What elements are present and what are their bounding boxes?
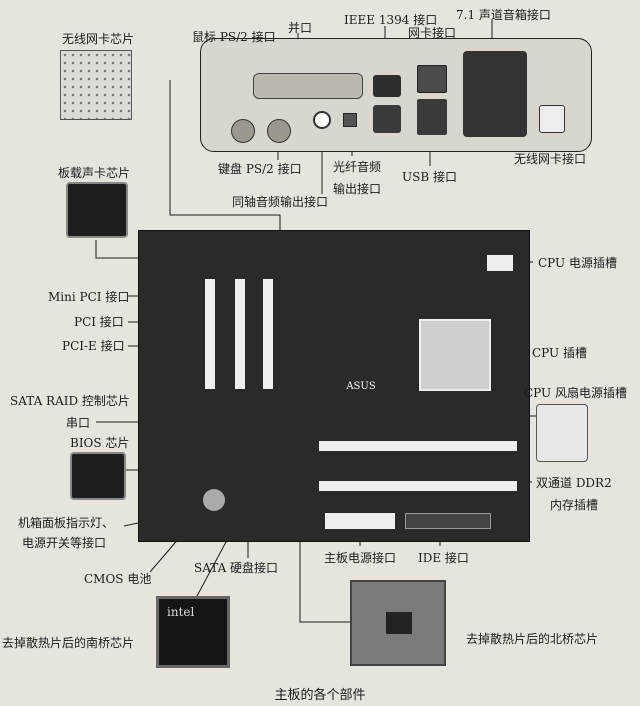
- wireless-port: [539, 105, 565, 133]
- label-keyboard-ps2: 键盘 PS/2 接口: [218, 162, 302, 176]
- label-mini-pci: Mini PCI 接口: [48, 290, 130, 304]
- cpu-power-connector: [487, 255, 513, 271]
- label-parallel: 并口: [288, 21, 313, 35]
- label-wireless-chip: 无线网卡芯片: [62, 32, 135, 46]
- label-northbridge: 去掉散热片后的北桥芯片: [466, 632, 599, 646]
- label-sata-raid: SATA RAID 控制芯片: [10, 394, 130, 408]
- label-optical-audio-1: 光纤音频: [333, 160, 382, 174]
- label-coax-audio: 同轴音频输出接口: [232, 195, 329, 209]
- label-board-power: 主板电源接口: [324, 551, 397, 565]
- motherboard-image: ASUS: [138, 230, 530, 542]
- sound-chip-image: [66, 182, 128, 238]
- label-cpu-power: CPU 电源插槽: [538, 256, 617, 270]
- label-ieee1394: IEEE 1394 接口: [344, 13, 438, 27]
- label-pcie: PCI-E 接口: [62, 339, 125, 353]
- ps2-mouse-port: [231, 119, 255, 143]
- label-mouse-ps2: 鼠标 PS/2 接口: [192, 30, 276, 44]
- usb-ports-a: [373, 105, 401, 133]
- ram-slot: [319, 441, 517, 451]
- cmos-battery: [203, 489, 225, 511]
- label-optical-audio-2: 输出接口: [333, 182, 382, 196]
- ram-slot: [319, 481, 517, 491]
- atx-power-connector: [325, 513, 395, 529]
- io-panel: [200, 38, 592, 152]
- label-cpu-socket: CPU 插槽: [532, 346, 587, 360]
- southbridge-chip-image: intel: [156, 596, 230, 668]
- ps2-keyboard-port: [267, 119, 291, 143]
- label-ddr2-2: 内存插槽: [550, 498, 599, 512]
- pci-slot: [205, 279, 215, 389]
- label-pci: PCI 接口: [74, 315, 124, 329]
- label-sata-hdd: SATA 硬盘接口: [194, 561, 279, 575]
- label-lan: 网卡接口: [408, 26, 457, 40]
- pcie-slot: [263, 279, 273, 389]
- lan-port: [417, 65, 447, 93]
- label-onboard-sound: 板载声卡芯片: [58, 166, 131, 180]
- usb-ports-b: [417, 99, 447, 135]
- southbridge-chip-text: intel: [167, 605, 195, 619]
- cpu-fan-connector-image: [536, 404, 588, 462]
- pci-slot: [235, 279, 245, 389]
- audio-jacks: [463, 51, 527, 137]
- label-wireless-port: 无线网卡接口: [514, 152, 587, 166]
- label-audio71: 7.1 声道音箱接口: [456, 8, 551, 22]
- cpu-socket: [419, 319, 491, 391]
- northbridge-chip-image: [350, 580, 446, 666]
- label-ide: IDE 接口: [418, 551, 469, 565]
- ieee1394-port: [373, 75, 401, 97]
- optical-port: [343, 113, 357, 127]
- label-cmos: CMOS 电池: [84, 572, 152, 586]
- parallel-port: [253, 73, 363, 99]
- label-front-panel-1: 机箱面板指示灯、: [18, 516, 115, 530]
- board-logo: ASUS: [346, 381, 376, 392]
- label-usb: USB 接口: [402, 170, 457, 184]
- label-front-panel-2: 电源开关等接口: [22, 536, 107, 550]
- label-serial: 串口: [66, 416, 91, 430]
- bios-chip-image: [70, 452, 126, 500]
- label-bios: BIOS 芯片: [70, 436, 130, 450]
- label-ddr2-1: 双通道 DDR2: [536, 476, 612, 490]
- label-cpu-fan: CPU 风扇电源插槽: [524, 386, 627, 400]
- figure-caption: 主板的各个部件: [274, 688, 366, 703]
- label-southbridge: 去掉散热片后的南桥芯片: [2, 636, 135, 650]
- ide-connector: [405, 513, 491, 529]
- coax-port: [313, 111, 331, 129]
- wireless-chip-image: [60, 50, 132, 120]
